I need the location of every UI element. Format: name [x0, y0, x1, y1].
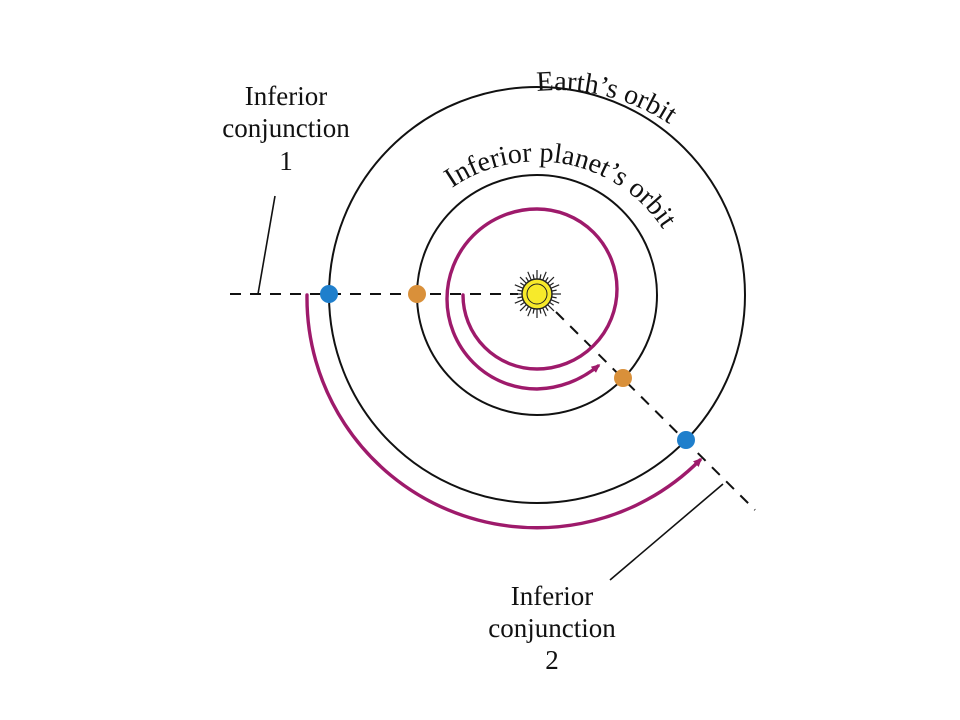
conjunction-1-line3: 1	[279, 146, 293, 176]
planet-motion-path	[445, 207, 619, 391]
leader-line-1	[257, 195, 276, 295]
conjunction-2-line2: conjunction	[488, 613, 616, 643]
conjunction-2-line1: Inferior	[511, 581, 593, 611]
sun-icon	[513, 270, 561, 318]
planet-orbit-label: Inferior planet’s orbit	[439, 137, 683, 233]
planet-at-conjunction-2	[614, 369, 632, 387]
earth-at-conjunction-2	[677, 431, 695, 449]
conjunction-1-line2: conjunction	[222, 113, 350, 143]
sun-inner-ring	[526, 283, 548, 305]
conjunction-1-line1: Inferior	[245, 81, 327, 111]
planet-orbit-label-text: Inferior planet’s orbit	[439, 137, 683, 233]
sun-disc	[521, 278, 553, 310]
earth-orbit-label: Earth’s orbit	[536, 66, 683, 130]
earth-at-conjunction-1	[320, 285, 338, 303]
conjunction-2-line3: 2	[545, 645, 559, 675]
conjunction-2-label: Inferior conjunction 2	[488, 581, 616, 675]
planet-at-conjunction-1	[408, 285, 426, 303]
leader-line-2	[609, 483, 724, 581]
conjunction-line-2	[555, 311, 756, 511]
earth-motion-path	[305, 293, 703, 530]
conjunction-1-label: Inferior conjunction 1	[222, 81, 350, 176]
earth-orbit-label-text: Earth’s orbit	[536, 66, 683, 130]
